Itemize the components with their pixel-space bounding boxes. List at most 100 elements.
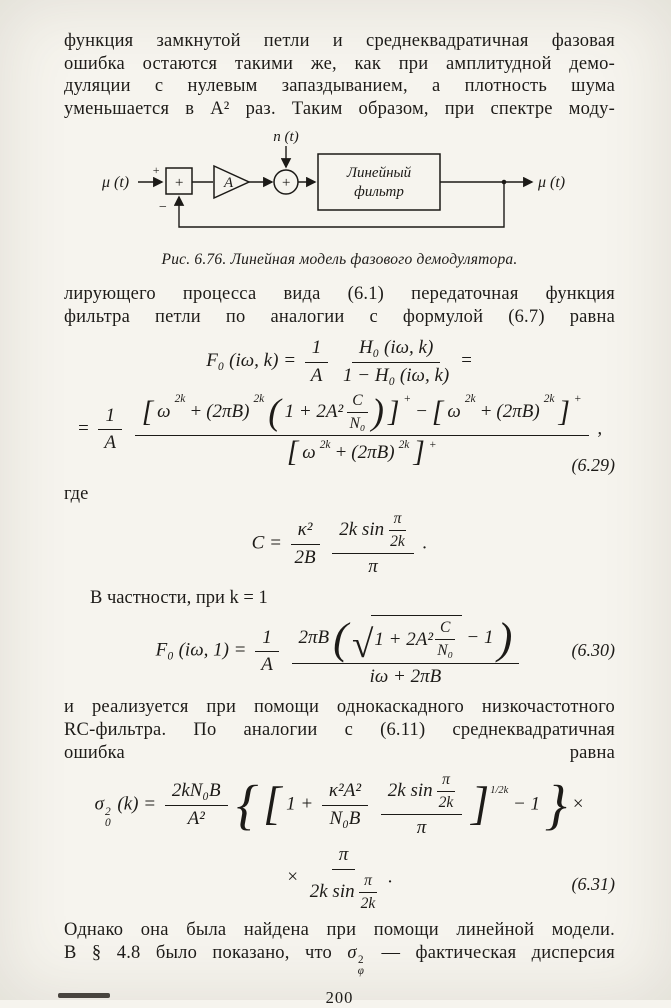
math-exponent: 2	[104, 805, 111, 818]
sigma-symbol: σ	[347, 942, 357, 963]
fraction: π 2k	[388, 510, 407, 551]
math-token: 1 + 2A²	[284, 401, 344, 423]
math-token: N₀	[437, 641, 454, 659]
math-exponent: 1/2k	[490, 785, 509, 797]
math-token: − 1	[512, 793, 541, 815]
summing-box	[164, 167, 193, 195]
math-token: −	[415, 401, 428, 423]
filter-label-line1: Линейный	[345, 165, 411, 181]
math-bracket: ]	[413, 436, 425, 469]
math-exponent: 2k	[398, 439, 410, 452]
math-token: 1	[311, 337, 322, 359]
math-token: ω	[302, 441, 316, 463]
math-token: H₀ (iω, k)	[358, 337, 434, 359]
scan-artifact-mark	[58, 993, 110, 998]
paragraph-closing: Однако она была найдена при помощи линей…	[64, 919, 615, 977]
math-token: σ	[94, 793, 104, 815]
math-token: .	[388, 866, 393, 888]
math-bracket: [	[286, 436, 299, 469]
math-token: ω	[157, 401, 171, 423]
math-token: κ²	[297, 519, 313, 541]
math-token: iω + 2πB	[369, 665, 442, 687]
math-token: C	[352, 391, 363, 409]
page-number: 200	[325, 987, 354, 1007]
math-token: +	[334, 441, 348, 463]
math-token: 1	[105, 404, 115, 426]
math-exponent: 2k	[253, 392, 265, 405]
radical-sign: √	[352, 623, 374, 667]
math-token: 1	[262, 626, 272, 648]
fraction: H₀ (iω, k)1 − H₀ (iω, k)	[341, 336, 451, 388]
math-token: π	[442, 771, 450, 789]
math-token: C =	[251, 532, 282, 554]
math-token: N₀	[349, 414, 366, 432]
math-token: π	[364, 872, 372, 890]
adder-plus: +	[280, 175, 290, 191]
filter-label-line2: фильтр	[354, 184, 404, 200]
math-token: π	[393, 509, 402, 527]
math-token: +	[189, 401, 203, 423]
text-chastnosti: В частности, при k = 1	[90, 588, 268, 609]
math-token: ×	[571, 793, 585, 815]
paragraph-continuation: лирующего процесса вида (6.1) передаточн…	[64, 284, 615, 327]
math-token: 2k	[438, 793, 454, 811]
equation-number-6-30: (6.30)	[571, 640, 616, 661]
math-token: C	[440, 619, 451, 637]
text-run: — фактическая дисперсия	[366, 942, 615, 963]
math-subscript: φ	[357, 965, 365, 978]
feedback-wire	[173, 182, 505, 228]
math-brace: }	[544, 774, 567, 836]
math-token: κ²A²	[328, 780, 362, 802]
math-token: .	[422, 532, 428, 554]
math-token: ×	[286, 866, 299, 888]
math-token: 1 + 2A²	[374, 628, 434, 650]
math-token: (2πB)	[351, 441, 395, 463]
math-token: ,	[597, 417, 603, 439]
math-bracket: ]	[471, 779, 490, 831]
math-token: 2k	[390, 532, 405, 550]
math-token: 2k sin	[339, 519, 385, 541]
amplifier-triangle	[212, 165, 251, 200]
figure-block-diagram: μ (t) + + − A + n (t) Линейный фильтр	[64, 130, 615, 269]
math-exponent: 2k	[464, 392, 476, 405]
math-token: A	[261, 654, 273, 676]
fraction: C N₀	[347, 391, 368, 433]
math-exponent: +	[573, 392, 582, 405]
math-exponent: 2k	[174, 392, 186, 405]
math-token: π	[368, 556, 378, 578]
paragraph-top: функция замкнутой петли и среднеквадрати…	[64, 31, 615, 119]
math-bracket: [	[263, 779, 282, 831]
linear-filter-box	[316, 153, 441, 211]
math-token: π	[338, 844, 349, 866]
math-token: π	[416, 817, 427, 839]
equation-number-6-31: (6.31)	[571, 873, 616, 894]
math-bracket: [	[141, 395, 154, 428]
math-token: +	[479, 401, 493, 423]
figure-caption: Рис. 6.76. Линейная модель фазового демо…	[161, 251, 518, 269]
math-bracket: [	[431, 395, 444, 428]
math-exponent: +	[428, 439, 437, 452]
math-token: − 1	[466, 626, 494, 648]
paragraph-rc-filter: и реализуется при помощи однокаскадного …	[64, 697, 615, 763]
text-run: Однако она была найдена при помощи линей…	[64, 920, 615, 963]
math-exponent: +	[403, 392, 412, 405]
math-exponent: 2	[358, 953, 364, 966]
square-root: √1 + 2A² C N₀	[352, 615, 463, 667]
